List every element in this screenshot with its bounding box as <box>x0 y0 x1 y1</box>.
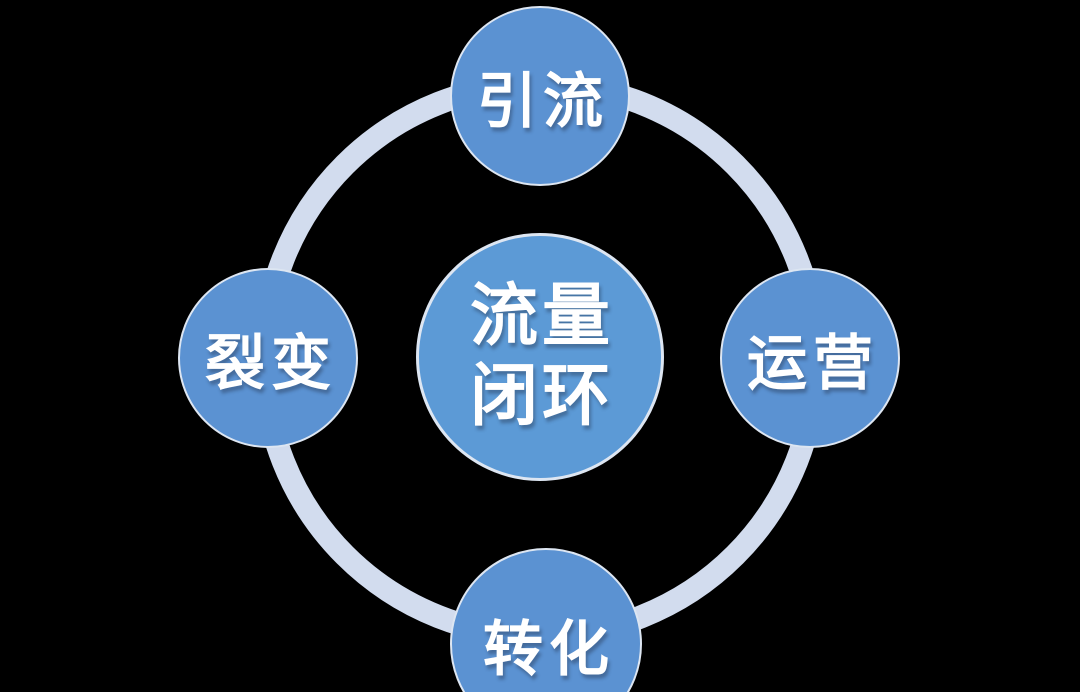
center-node-label-line-1: 流量 <box>469 277 614 356</box>
center-node-traffic-loop: 流量 闭环 <box>416 233 664 481</box>
node-fission: 裂变 <box>178 268 358 448</box>
node-attract-traffic-label: 引流 <box>477 66 609 137</box>
center-node-label-line-2: 闭环 <box>469 357 614 436</box>
node-attract-traffic: 引流 <box>450 6 630 186</box>
node-fission-label: 裂变 <box>205 328 337 399</box>
node-operations-label: 运营 <box>747 328 879 399</box>
node-conversion-label: 转化 <box>483 614 615 685</box>
node-operations: 运营 <box>720 268 900 448</box>
